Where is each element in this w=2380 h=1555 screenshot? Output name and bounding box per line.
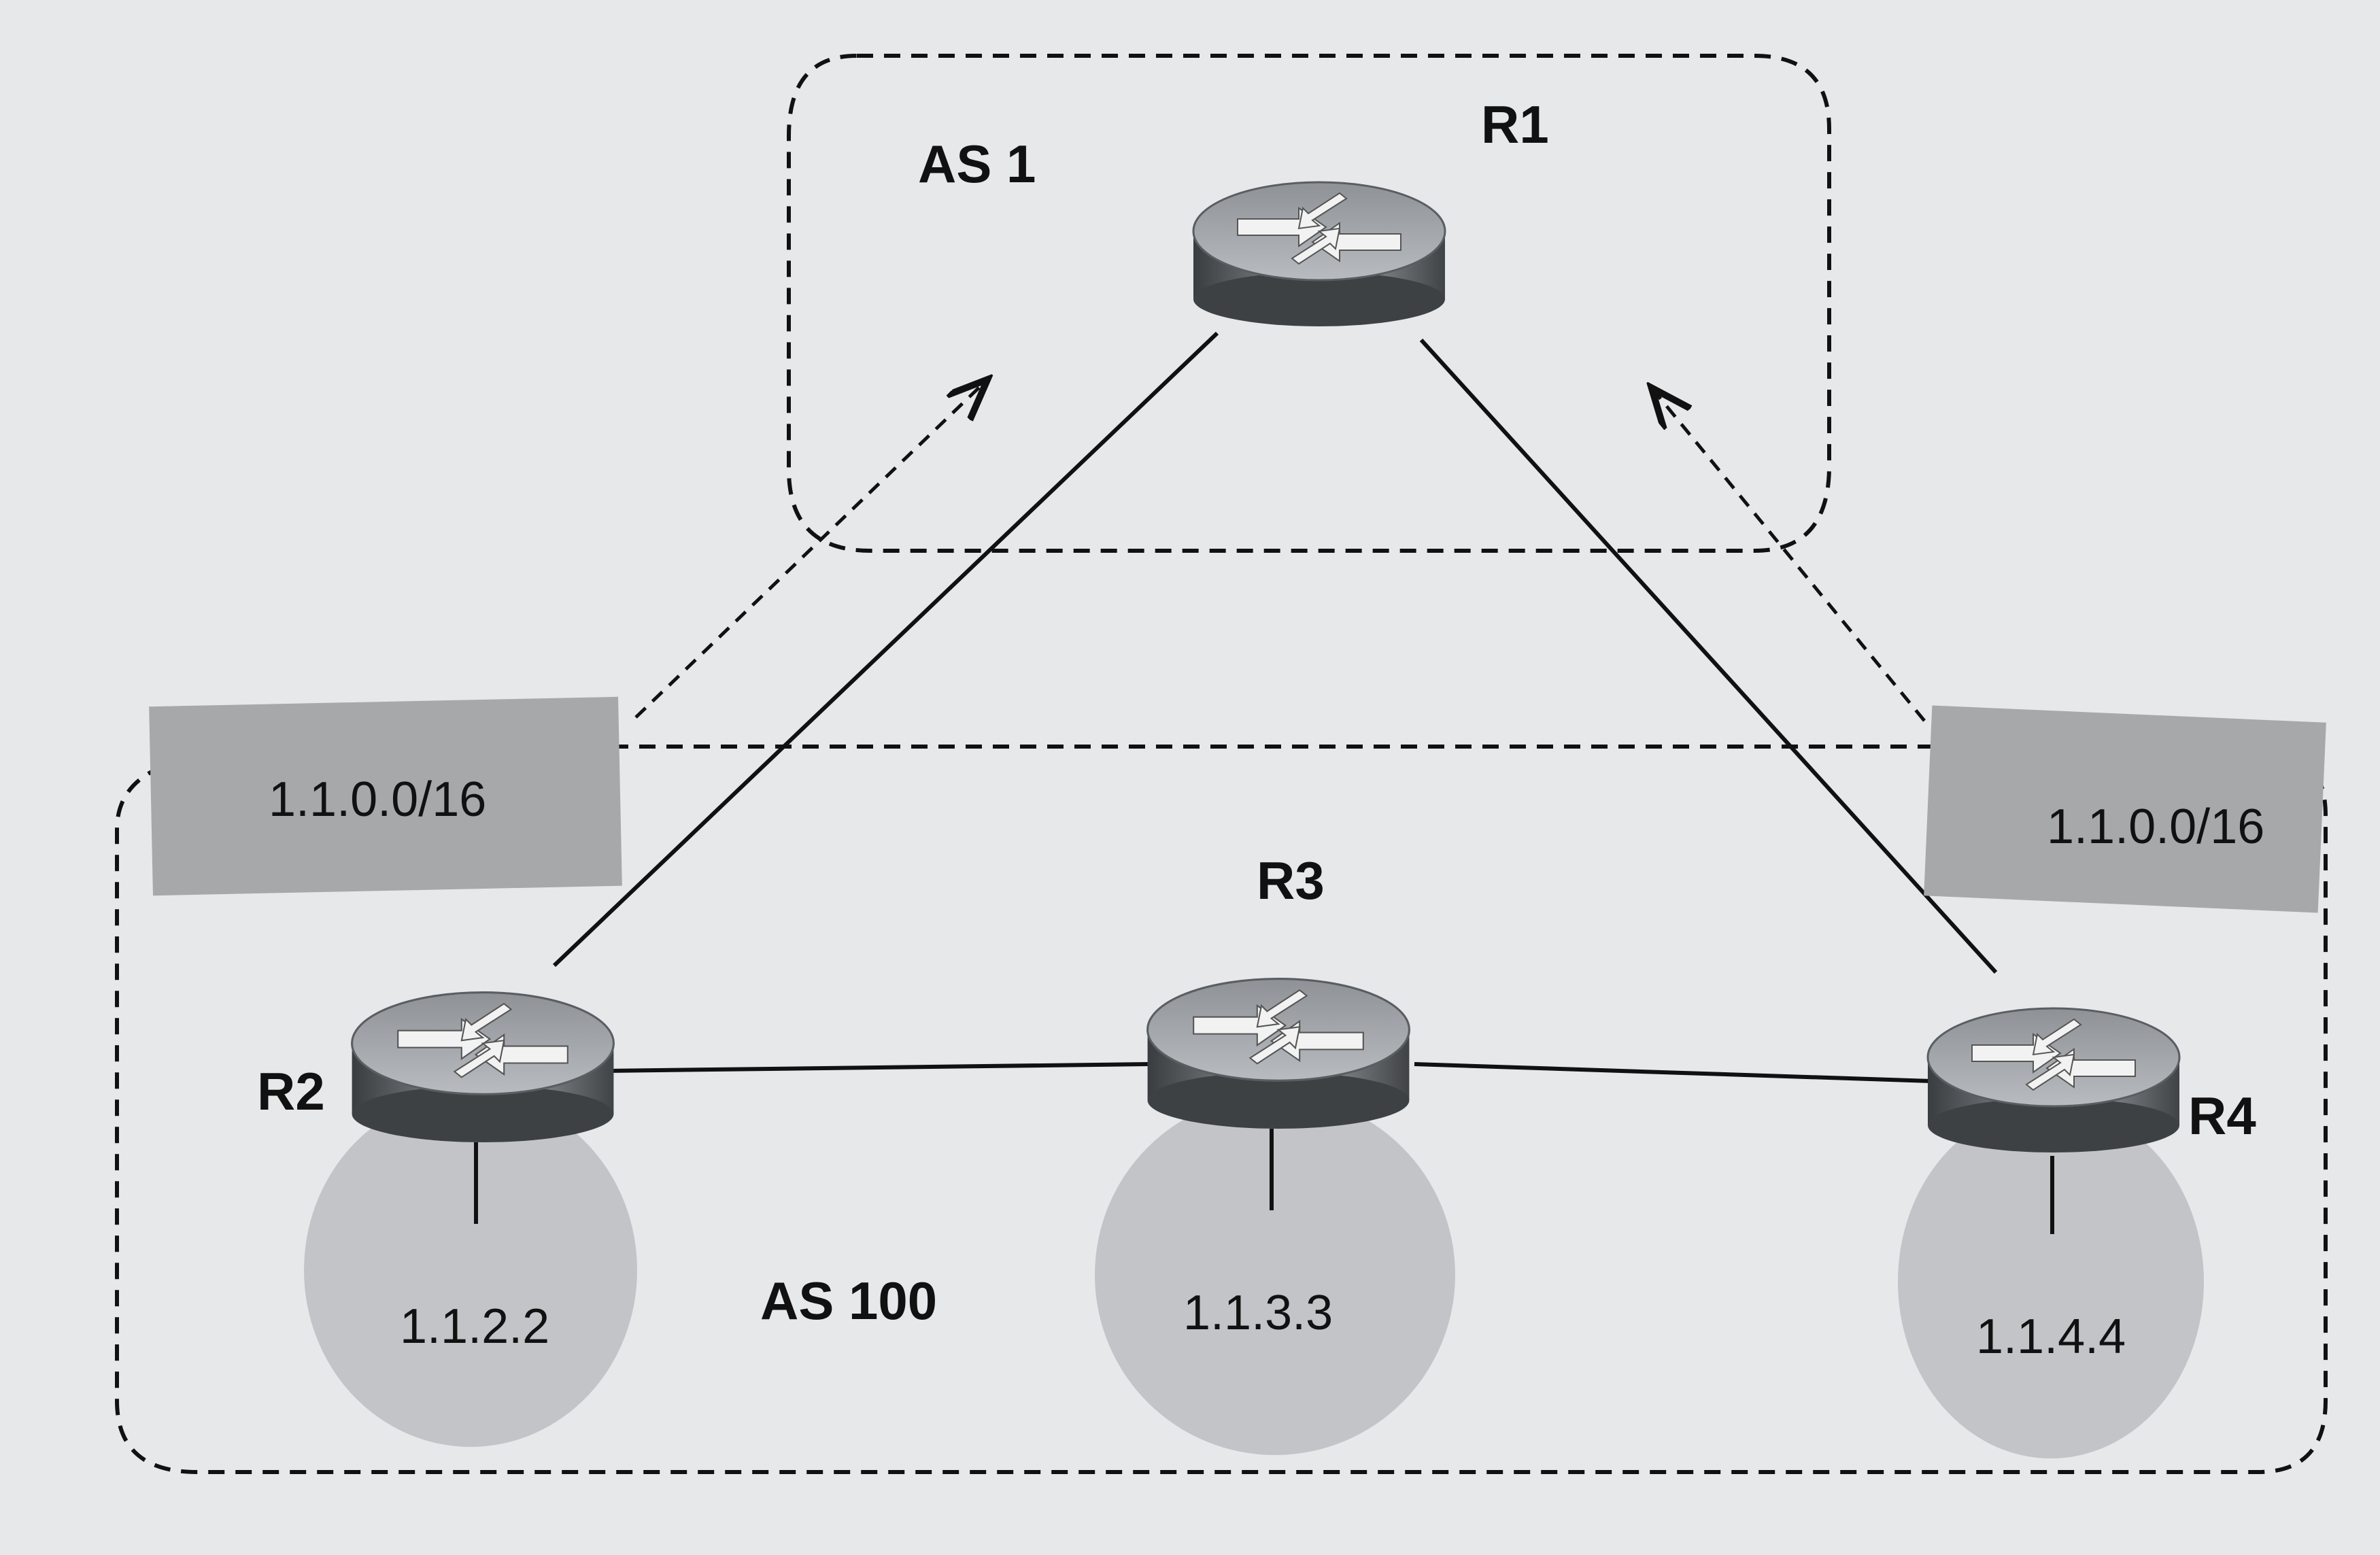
prefix-box-r2: [149, 696, 622, 896]
router-r3[interactable]: [1146, 977, 1410, 1129]
as1-label: AS 1: [918, 134, 1036, 194]
network-cloud-r3: [1095, 1095, 1455, 1455]
link-r1-r4: [1419, 338, 1998, 974]
link-r1-r2: [552, 331, 1219, 968]
network-cloud-r2: [304, 1093, 637, 1447]
router-r4[interactable]: [1926, 1007, 2181, 1154]
router-label-r2: R2: [257, 1061, 325, 1121]
link-r3-r4: [1414, 1062, 1932, 1083]
network-label-r4: 1.1.4.4: [1976, 1310, 2126, 1364]
router-label-r1: R1: [1481, 95, 1549, 154]
network-label-r2: 1.1.2.2: [400, 1299, 549, 1354]
network-label-r3: 1.1.3.3: [1183, 1286, 1333, 1340]
network-cloud-r4: [1898, 1105, 2204, 1458]
router-r1[interactable]: [1192, 181, 1446, 326]
prefix-box-r4: [1924, 705, 2326, 913]
as1-boundary: [787, 54, 1831, 553]
advert-arrow-r2: [634, 384, 983, 719]
router-r2[interactable]: [351, 991, 615, 1142]
prefix-label-r4: 1.1.0.0/16: [2047, 800, 2264, 854]
router-label-r3: R3: [1257, 851, 1325, 910]
advert-arrow-r4: [1656, 393, 1926, 722]
router-label-r4: R4: [2188, 1086, 2256, 1146]
as100-label: AS 100: [760, 1271, 937, 1331]
prefix-label-r2: 1.1.0.0/16: [269, 772, 486, 827]
link-r2-r3: [605, 1062, 1150, 1073]
